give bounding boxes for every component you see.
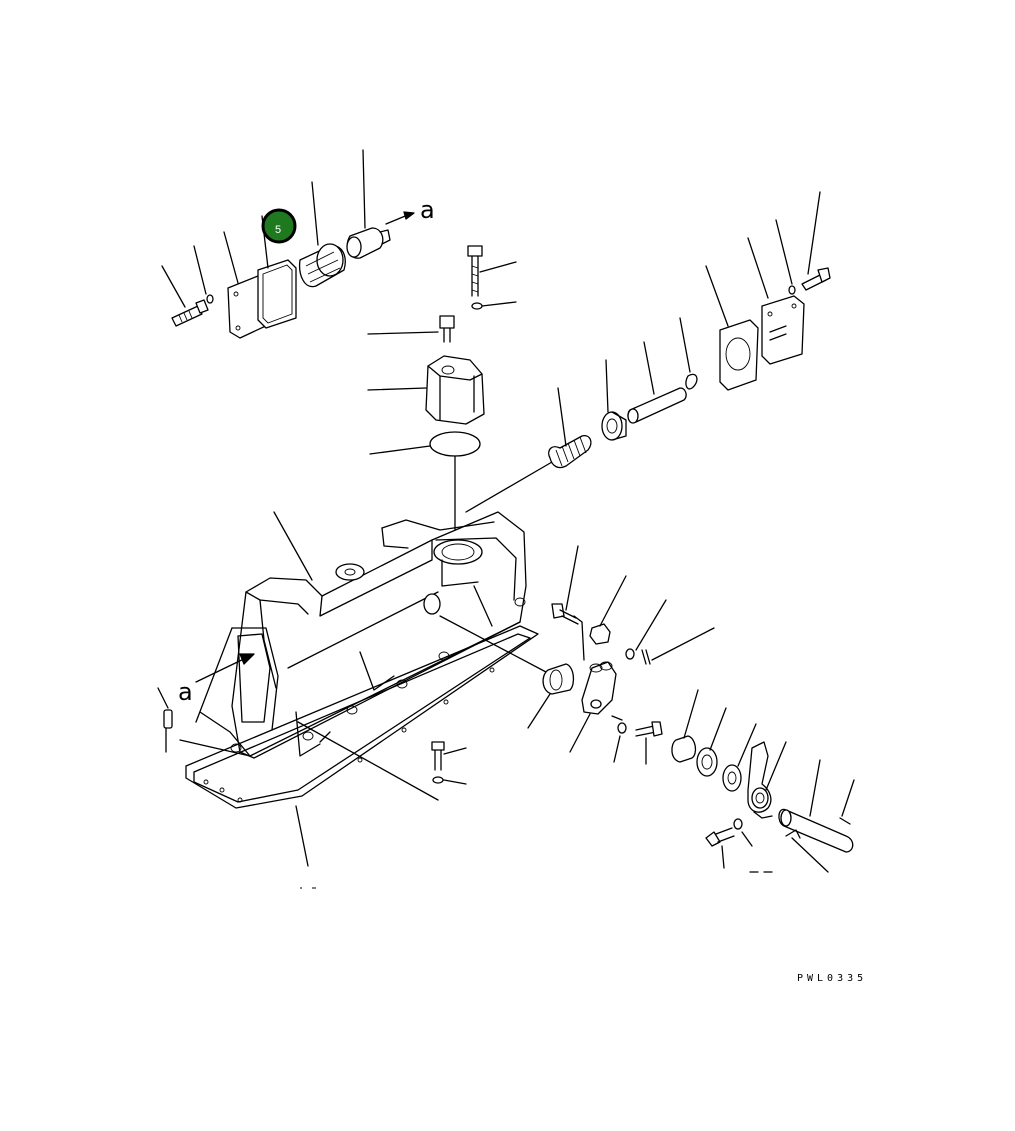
bolt-lever-top	[551, 603, 579, 625]
view-arrow-case	[195, 653, 255, 683]
plunger-small	[346, 227, 391, 259]
bolt-top-right	[801, 267, 831, 291]
leader-lines-lever	[527, 545, 855, 873]
spring	[548, 435, 592, 469]
washer-top-right	[788, 285, 796, 295]
view-marker-case: a	[178, 678, 193, 706]
cover-plate-right	[761, 295, 805, 365]
shift-lever	[747, 741, 773, 819]
figure-code: PWL0335	[797, 973, 867, 984]
leader-lines-centre	[367, 261, 553, 531]
gasket-left	[257, 259, 297, 329]
bolt-lever-bottom	[705, 827, 735, 847]
case-gasket	[185, 625, 539, 809]
bushing-lower	[671, 735, 697, 763]
key-small	[785, 829, 801, 839]
main-case	[179, 511, 527, 759]
callout-badge: 5	[261, 208, 297, 244]
leader-lines-right	[557, 191, 821, 447]
gasket-right	[719, 319, 759, 391]
washer-lever	[625, 648, 635, 660]
bearing-1	[696, 747, 718, 777]
nut	[589, 623, 611, 645]
piston-large	[298, 243, 346, 288]
view-marker-top: a	[420, 196, 435, 224]
o-ring	[429, 431, 481, 457]
bushing	[542, 663, 575, 695]
view-arrow-top	[385, 211, 415, 225]
callout-badge-label: 5	[275, 224, 281, 236]
pin-long	[778, 808, 854, 853]
leader-lines-case	[157, 511, 547, 867]
rod	[627, 387, 687, 424]
bolt-top-left	[171, 299, 209, 327]
seal-ring	[601, 411, 627, 441]
dowel-pin	[163, 709, 173, 729]
bolt-lever-lower	[635, 721, 663, 737]
snap-ring	[685, 373, 698, 390]
washer-lever-bottom	[733, 818, 743, 830]
bolt-vertical	[467, 245, 483, 297]
lever-arm	[573, 615, 623, 721]
bolt-case	[431, 741, 445, 771]
washer-vertical	[471, 302, 483, 310]
cotter-pin	[839, 817, 851, 825]
valve-housing	[425, 355, 485, 425]
leader-lines-top-left	[161, 149, 366, 308]
bearing-2	[722, 764, 742, 792]
key-clip	[641, 649, 651, 665]
washer-case	[432, 776, 444, 784]
washer-top-left	[206, 294, 214, 304]
washer-lever-lower	[617, 722, 627, 734]
breather-plug	[439, 315, 455, 343]
